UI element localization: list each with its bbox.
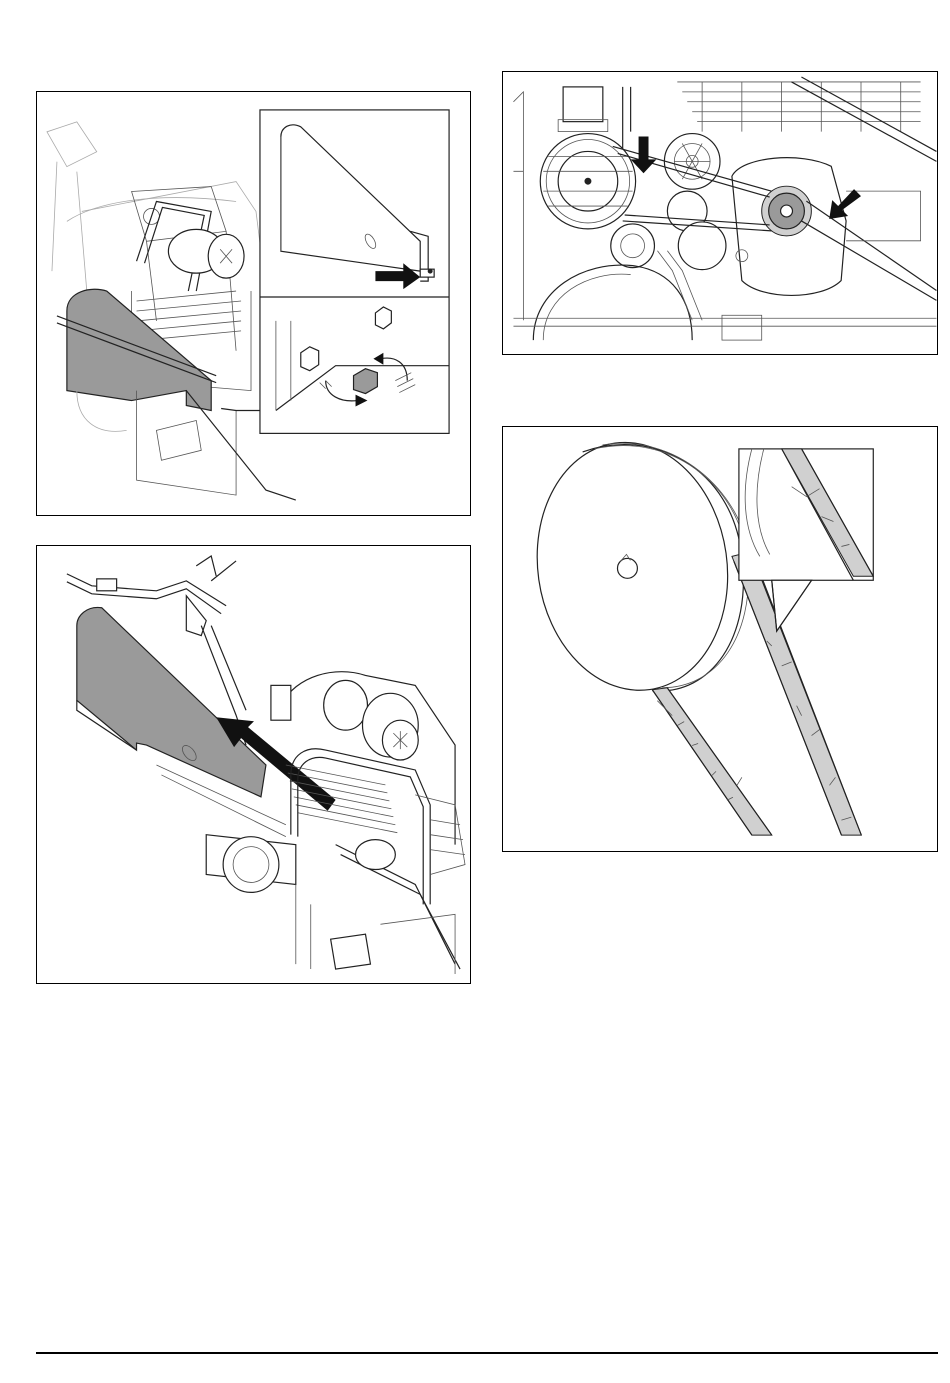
hex-nut-icon (301, 347, 319, 371)
engine-drawing-2 (37, 546, 470, 983)
footer-rule (36, 1352, 938, 1354)
figure-lift-belt-guard (36, 545, 471, 984)
belt-drawing (503, 427, 937, 851)
figure-remove-belt-guard (36, 91, 471, 516)
arrow-icon (631, 137, 657, 174)
engine-drawing-3 (503, 72, 937, 354)
figure-cracked-v-belt (502, 426, 938, 852)
engine-drawing-1 (37, 92, 470, 515)
figure-belt-pulleys (502, 71, 938, 355)
arrow-icon (829, 189, 861, 219)
